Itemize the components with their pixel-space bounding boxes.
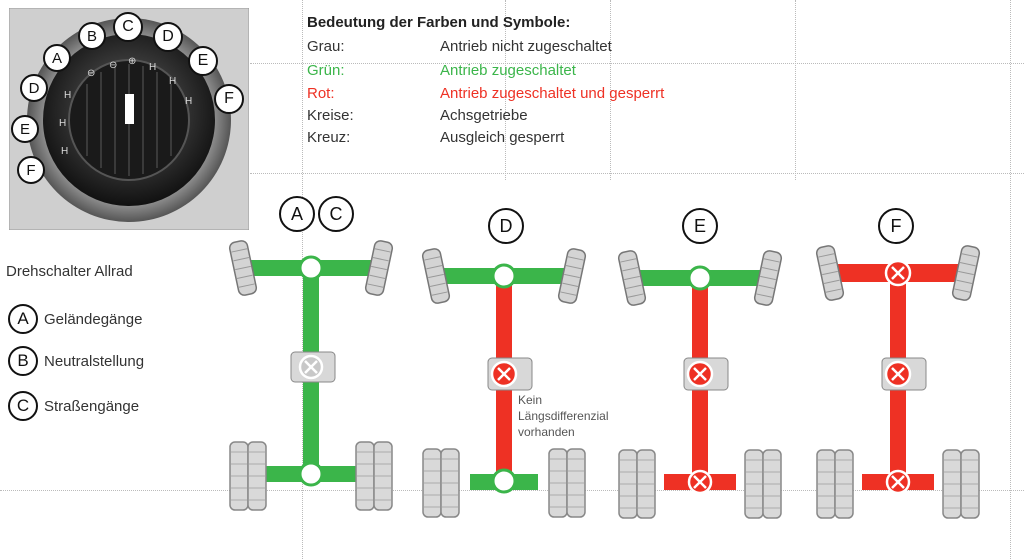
switch-position-f-left: F <box>17 156 45 184</box>
switch-position-d-left: D <box>20 74 48 102</box>
note-line: vorhanden <box>518 425 575 439</box>
switch-position-e-right: E <box>188 46 218 76</box>
switch-item-label: Straßengänge <box>44 397 140 415</box>
guide-line <box>302 0 303 559</box>
diagram-ac <box>227 238 395 511</box>
guide-line <box>250 173 1024 174</box>
guide-line <box>795 0 796 180</box>
svg-text:⊕: ⊕ <box>128 56 136 67</box>
svg-text:⊖: ⊖ <box>87 68 95 79</box>
diagram-d <box>420 246 588 518</box>
svg-text:⊖: ⊖ <box>109 60 117 71</box>
switch-position-a: A <box>43 44 71 72</box>
svg-text:H: H <box>61 146 68 157</box>
switch-position-c: C <box>113 12 143 42</box>
diagram-label-a: A <box>279 196 315 232</box>
svg-text:H: H <box>64 90 71 101</box>
guide-line <box>505 0 506 180</box>
guide-line <box>1010 0 1011 559</box>
svg-text:H: H <box>149 62 156 73</box>
switch-title: Drehschalter Allrad <box>6 263 133 280</box>
legend-value-kreise: Achsgetriebe <box>440 107 528 124</box>
diagram-label-d: D <box>488 208 524 244</box>
diagram-label-e: E <box>682 208 718 244</box>
no-center-diff-note: Kein Längsdifferenzial vorhanden <box>518 392 609 440</box>
legend-value-grau: Antrieb nicht zugeschaltet <box>440 38 612 55</box>
switch-position-d-right: D <box>153 22 183 52</box>
legend-key-grau: Grau: <box>307 38 345 55</box>
diagram-label-f: F <box>878 208 914 244</box>
switch-position-f-right: F <box>214 84 244 114</box>
svg-text:H: H <box>59 118 66 129</box>
legend-title: Bedeutung der Farben und Symbole: <box>307 14 571 31</box>
svg-text:H: H <box>169 76 176 87</box>
legend-key-kreise: Kreise: <box>307 107 354 124</box>
switch-item-letter: B <box>8 346 38 376</box>
legend-value-kreuz: Ausgleich gesperrt <box>440 129 565 146</box>
note-line: Längsdifferenzial <box>518 409 609 423</box>
switch-item-b: B Neutralstellung <box>8 344 144 378</box>
switch-item-label: Geländegänge <box>44 310 143 328</box>
legend-key-rot: Rot: <box>307 85 335 102</box>
legend-value-rot: Antrieb zugeschaltet und gesperrt <box>440 85 665 102</box>
switch-item-label: Neutralstellung <box>44 352 145 370</box>
legend-value-gruen: Antrieb zugeschaltet <box>440 62 576 79</box>
svg-text:H: H <box>185 96 192 107</box>
legend-key-gruen: Grün: <box>307 62 345 79</box>
switch-item-c: C Straßengänge <box>8 389 139 423</box>
guide-line <box>250 63 1024 64</box>
diagram-label-c: C <box>318 196 354 232</box>
diagram-f <box>814 243 982 519</box>
legend-key-kreuz: Kreuz: <box>307 129 351 146</box>
switch-position-e-left: E <box>11 115 39 143</box>
switch-position-b: B <box>78 22 106 50</box>
switch-item-letter: C <box>8 391 38 421</box>
guide-line <box>610 0 611 180</box>
note-line: Kein <box>518 393 543 407</box>
rotary-switch-image: ⊖⊖⊕ HHH HHH <box>9 8 249 230</box>
switch-item-letter: A <box>8 304 38 334</box>
switch-item-a: A Geländegänge <box>8 302 142 336</box>
diagram-e <box>616 248 784 519</box>
